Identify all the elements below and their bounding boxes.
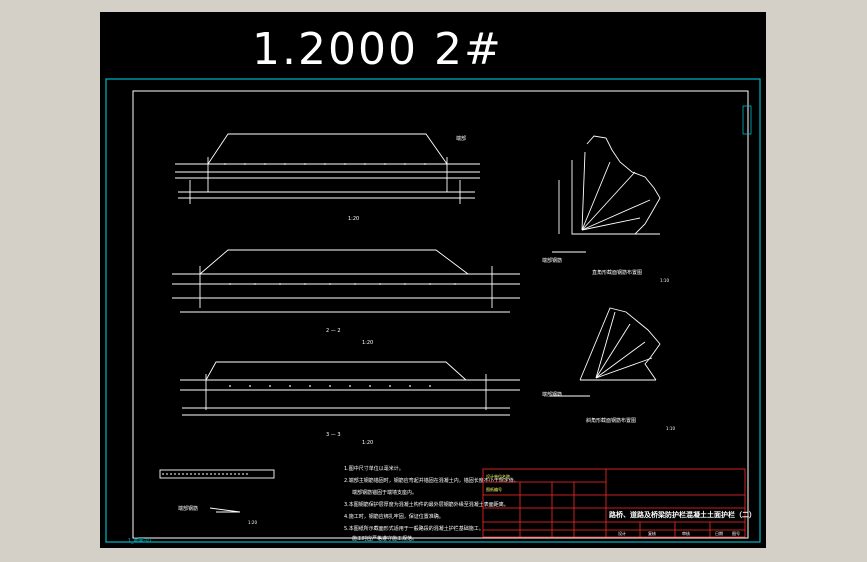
detail-top-scale: 1:10 (660, 278, 669, 283)
drawing-title: 1.2000 2# (252, 24, 503, 75)
note-line: 2.端部主钢筋锚固时，钢筋应弯起并锚固在混凝土内，锚固长度不小于规定值。 (344, 477, 519, 484)
small-detail-scale: 1:20 (248, 520, 257, 525)
section-2-rebar-dots (229, 283, 456, 285)
title-block-bottom-cell: 复核 (648, 530, 656, 536)
small-detail (159, 469, 275, 513)
note-line: 施工时应严格遵守施工规范。 (352, 535, 417, 542)
title-block-bottom-cell: 设计 (618, 530, 626, 536)
title-block-bottom-cell: 日期 (715, 530, 723, 536)
corner-tag (742, 105, 752, 135)
detail-oblique (550, 307, 661, 397)
detail-bottom-scale: 1:10 (666, 426, 675, 431)
notes: 1.图中尺寸单位以毫米计。 2.端部主钢筋锚固时，钢筋应弯起并锚固在混凝土内，锚… (344, 465, 519, 542)
section-1-scale: 1:20 (348, 216, 359, 222)
title-block-left-cell: 图纸编号 (486, 486, 502, 492)
section-2 (172, 249, 520, 313)
section-1 (175, 133, 480, 204)
section-2-cut-label: 2 — 2 (326, 328, 341, 334)
drawing-viewport[interactable]: 1.2000 2# 1_图面-01 端部 1:20 (100, 12, 766, 548)
detail-right-angle (552, 135, 661, 253)
detail-top-label: 端部钢筋 (542, 257, 562, 264)
title-block (482, 468, 746, 538)
section-3-cut-label: 3 — 3 (326, 432, 341, 438)
corner-label: 1_图面-01 (128, 538, 152, 544)
section-3-scale: 1:20 (362, 440, 373, 446)
detail-bottom-label: 端部钢筋 (542, 391, 562, 398)
note-line: 5.本图纸所示截面形式适用于一般路段的混凝土护栏基础施工。 (344, 525, 484, 532)
note-line: 端部钢筋锚固于端墙支座内。 (352, 489, 417, 496)
note-line: 3.本图钢筋保护层厚度为混凝土构件的最外层钢筋外缘至混凝土表面距离。 (344, 501, 509, 508)
section-3 (180, 361, 520, 416)
inner-frame (132, 90, 749, 539)
outer-frame (105, 78, 761, 543)
cad-drawing[interactable]: 1_图面-01 端部 1:20 (100, 12, 766, 548)
section-1-rebar-dots (224, 163, 426, 165)
title-block-left-cell: 设计单位名称 (486, 473, 510, 479)
note-line: 4.施工时，钢筋应绑扎牢固，保证位置准确。 (344, 513, 444, 520)
title-block-bottom-cell: 审核 (682, 530, 690, 536)
section-2-scale: 1:20 (362, 340, 373, 346)
detail-top-caption: 直角形截面钢筋布置图 (592, 269, 642, 276)
small-detail-label: 端部钢筋 (178, 505, 198, 512)
title-block-bottom-cell: 图号 (732, 530, 740, 536)
note-line: 1.图中尺寸单位以毫米计。 (344, 465, 404, 472)
section-1-side-label: 端部 (456, 135, 466, 142)
title-block-project: 路桥、道路及桥梁防护栏混凝土土面护栏（二） (609, 510, 756, 519)
detail-bottom-caption: 斜角形截面钢筋布置图 (586, 417, 636, 424)
section-3-rebar-dots (229, 385, 431, 387)
